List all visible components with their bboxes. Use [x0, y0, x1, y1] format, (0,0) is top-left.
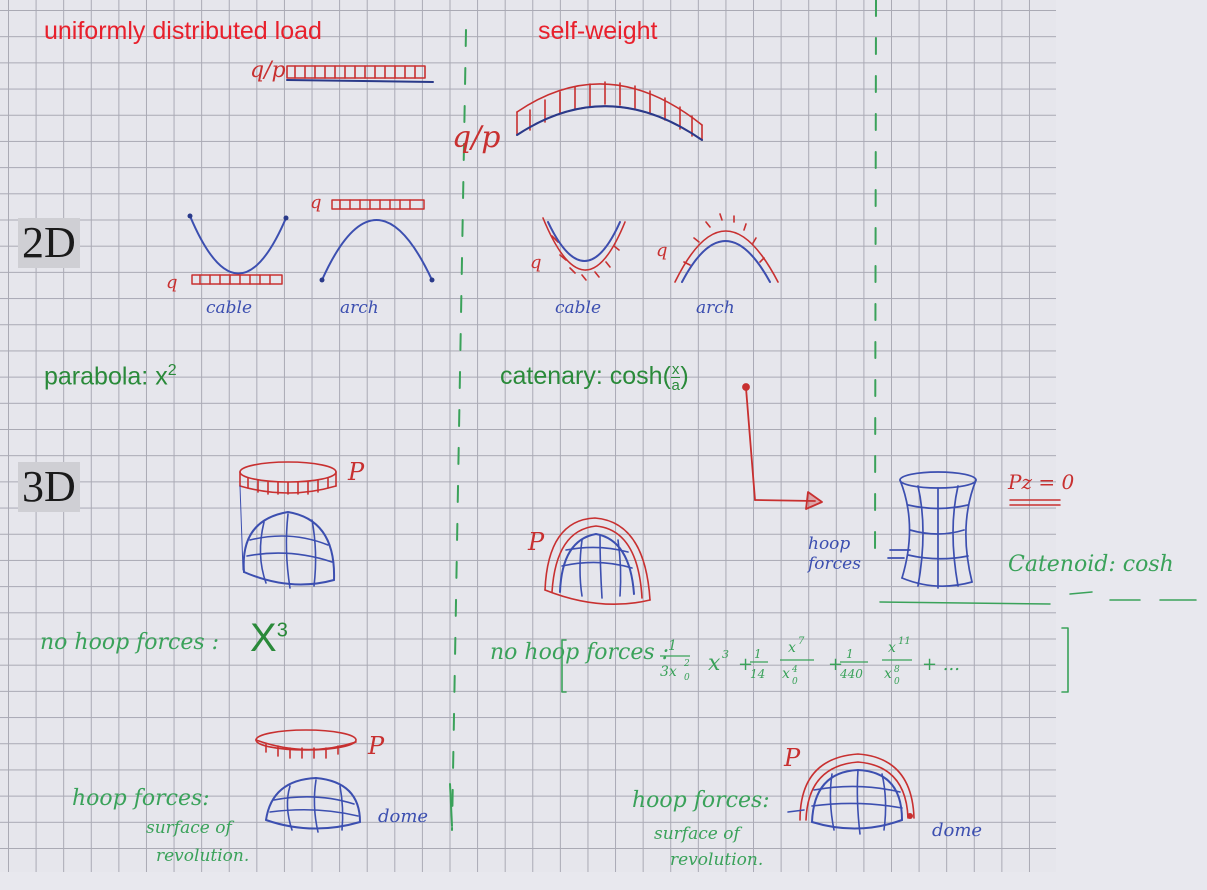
pressure-label-p-3: P	[368, 732, 384, 760]
note-no-hoop-formula-left: X3	[250, 616, 288, 661]
pressure-label-p-4: P	[784, 744, 800, 772]
svg-text:x: x	[782, 666, 790, 682]
svg-text:1: 1	[668, 638, 677, 654]
formula-x: X	[250, 616, 277, 660]
svg-text:x: x	[788, 640, 796, 656]
load-label-q-selfweight-arch: q	[656, 240, 668, 261]
load-label-q-over-p-top: q/p	[250, 58, 286, 83]
formula-x-exponent: 3	[277, 620, 288, 642]
svg-text:440: 440	[839, 667, 863, 681]
divider-line-2	[875, 0, 876, 560]
svg-text:x: x	[888, 640, 896, 656]
catenary-denominator: a	[671, 378, 681, 393]
svg-text:3x: 3x	[660, 664, 677, 680]
note-revolution-right: revolution.	[670, 850, 763, 870]
catenary-prefix: catenary: cosh(	[500, 362, 671, 390]
label-hoop-forces-arrow: hoop forces	[808, 534, 878, 574]
parabola-prefix: parabola: x	[44, 362, 168, 390]
udl-arch-curve	[322, 220, 432, 280]
note-revolution-left: revolution.	[156, 846, 249, 866]
svg-text:11: 11	[898, 636, 911, 647]
svg-text:0: 0	[792, 677, 798, 687]
catenary-suffix: )	[680, 362, 688, 390]
svg-text:8: 8	[894, 665, 900, 675]
note-hoop-forces-left: hoop forces:	[72, 786, 210, 811]
label-3d: 3D	[18, 462, 80, 512]
catenary-dome-sketch	[545, 518, 650, 604]
note-surface-of-left: surface of	[146, 818, 232, 838]
load-label-q-cable: q	[166, 272, 178, 293]
load-label-q-selfweight-cable: q	[530, 252, 542, 273]
bottom-right-dome	[788, 754, 914, 834]
catenary-numerator: x	[671, 362, 681, 378]
svg-text:4: 4	[791, 665, 798, 675]
heading-uniformly-distributed-load: uniformly distributed load	[44, 17, 322, 46]
svg-text:x: x	[708, 651, 721, 676]
selfweight-arch	[675, 214, 778, 282]
note-no-hoop-forces-right: no hoop forces :	[490, 640, 669, 665]
catenoid-sketch	[888, 472, 976, 588]
label-catenoid: Catenoid: cosh	[1008, 552, 1174, 577]
svg-text:7: 7	[798, 636, 805, 647]
label-dome-left: dome	[378, 806, 428, 827]
label-arch-left: arch	[340, 298, 379, 318]
selfweight-cable	[543, 218, 625, 280]
label-arch-right: arch	[696, 298, 735, 318]
series-expression: 1 3x 0 2 x 3 + 1 14 x 7 x 4 0 + 1 440 x …	[660, 628, 1060, 708]
load-label-q-over-p-selfweight: q/p	[452, 120, 501, 155]
svg-text:1: 1	[754, 647, 762, 661]
selfweight-arch-bar	[517, 82, 702, 140]
udl-beam-top	[287, 80, 433, 82]
svg-text:0: 0	[894, 677, 900, 687]
pressure-label-p-1: P	[348, 458, 364, 486]
series-bracket-right	[1062, 628, 1068, 692]
svg-text:+ ...: + ...	[922, 654, 960, 675]
catenoid-dashes	[880, 592, 1196, 604]
svg-text:2: 2	[683, 659, 690, 669]
udl-load-bar-top	[287, 66, 425, 78]
note-surface-of-right: surface of	[654, 824, 740, 844]
svg-text:3: 3	[722, 648, 729, 661]
hoop-force-arrow	[743, 384, 822, 509]
note-no-hoop-forces-left: no hoop forces :	[40, 630, 219, 655]
label-dome-right: dome	[932, 820, 982, 841]
parabola-exponent: 2	[168, 362, 177, 379]
label-2d: 2D	[18, 218, 80, 268]
heading-self-weight: self-weight	[538, 17, 658, 46]
udl-cable-curve	[190, 216, 286, 274]
svg-text:1: 1	[846, 647, 854, 661]
label-pz-zero: Pz = 0	[1008, 470, 1074, 494]
parabolic-dome-sketch	[240, 462, 336, 588]
load-label-q-arch: q	[310, 192, 322, 213]
svg-text:x: x	[884, 666, 892, 682]
svg-text:14: 14	[750, 667, 765, 681]
bottom-left-dome	[256, 730, 360, 832]
note-hoop-forces-right: hoop forces:	[632, 788, 770, 813]
udl-arch-load-bar	[332, 200, 424, 209]
label-cable-left: cable	[206, 298, 252, 318]
udl-cable-load-bar	[192, 275, 282, 284]
label-cable-right: cable	[555, 298, 601, 318]
parabola-formula: parabola: x2	[44, 362, 177, 391]
pressure-label-p-2: P	[528, 528, 544, 556]
svg-text:0: 0	[684, 673, 690, 683]
